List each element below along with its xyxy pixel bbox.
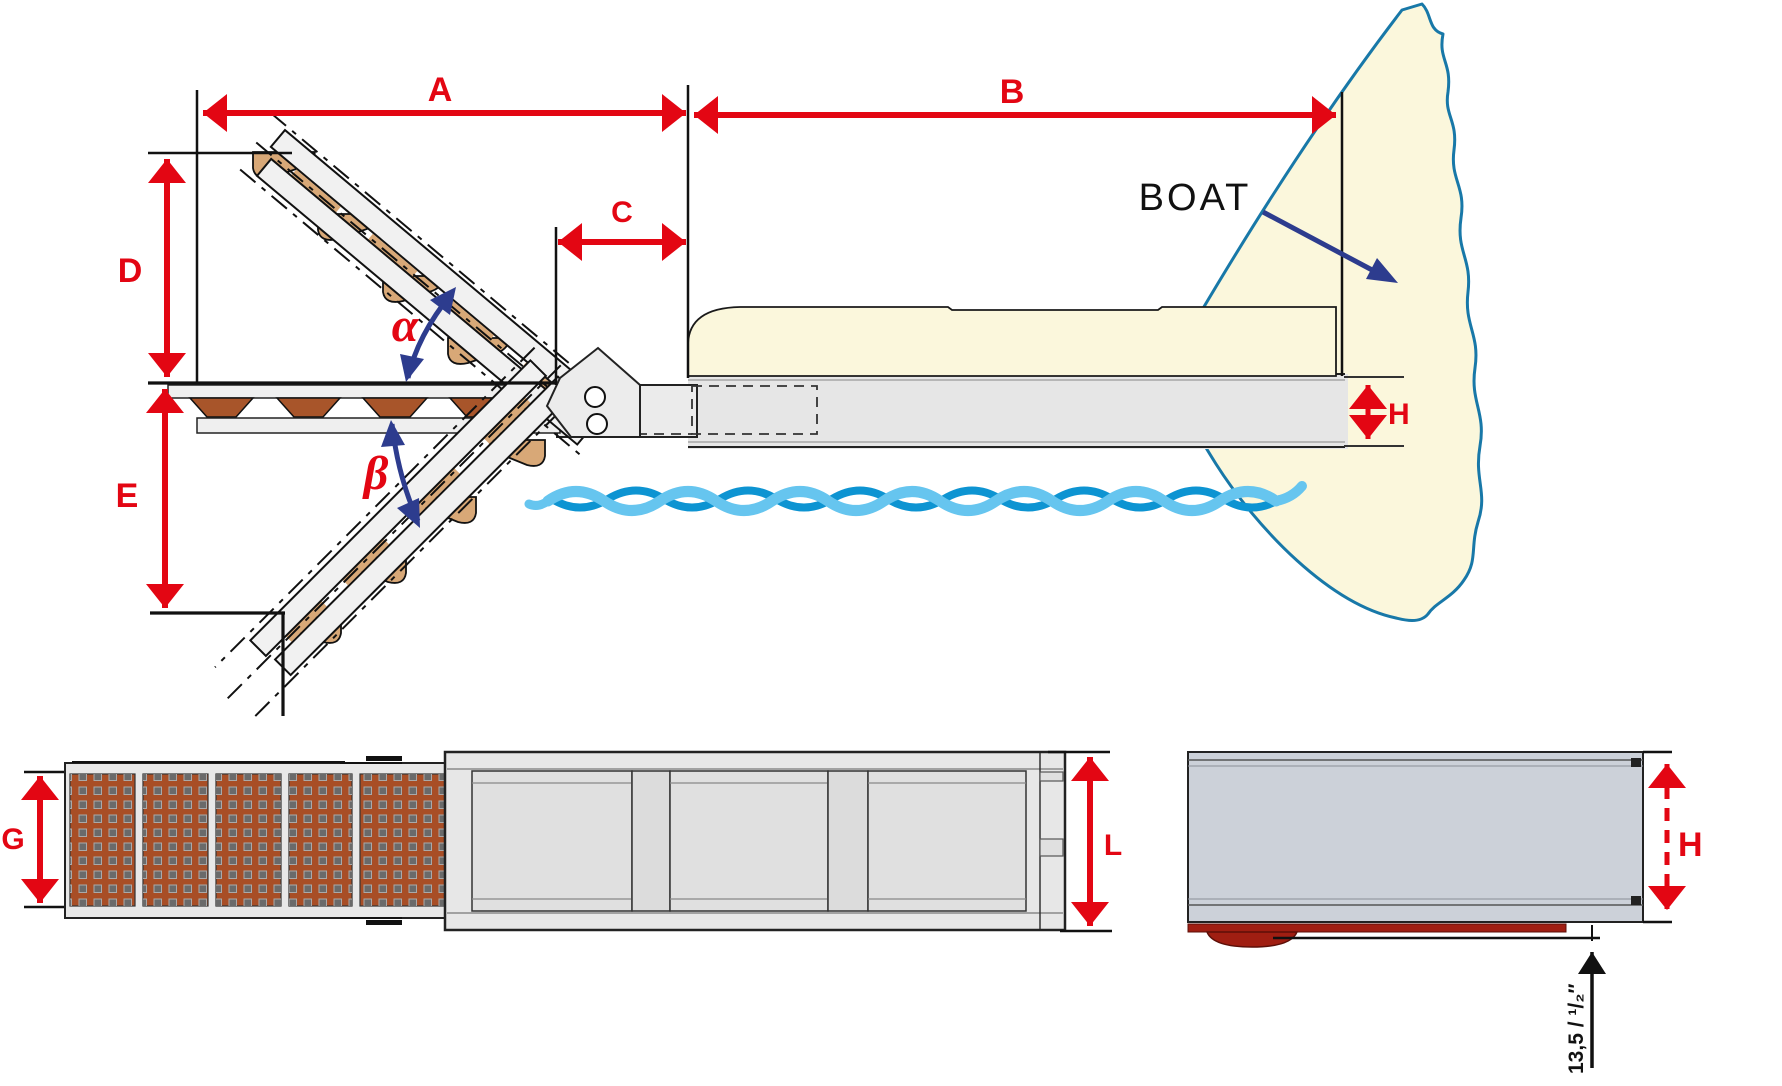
dim-label-h-transom: H bbox=[1678, 826, 1703, 864]
dim-e: E bbox=[116, 389, 184, 608]
reference-lines bbox=[148, 85, 1404, 716]
dim-label-b: B bbox=[1000, 73, 1025, 111]
dim-label-d: D bbox=[118, 252, 143, 290]
keel-offset-annotation: 13,5 / ¹/₂″ bbox=[1273, 925, 1606, 1074]
transom-view: H 13,5 / ¹/₂″ bbox=[1187, 750, 1703, 1074]
plan-tread-panels bbox=[69, 773, 447, 907]
elevation-view: A B C D E H α bbox=[116, 2, 1484, 720]
dim-label-a: A bbox=[428, 71, 453, 109]
dim-h-transom: H bbox=[1643, 750, 1703, 924]
transom-body bbox=[1187, 751, 1644, 923]
water-waves bbox=[524, 481, 1307, 516]
plan-view: G L bbox=[1, 750, 1122, 933]
dim-b: B bbox=[694, 73, 1336, 134]
angle-label-alpha: α bbox=[392, 299, 420, 352]
keel-offset-label: 13,5 / ¹/₂″ bbox=[1565, 983, 1588, 1074]
dim-a: A bbox=[203, 71, 686, 132]
dim-label-l: L bbox=[1104, 829, 1122, 862]
boat-annotation: BOAT bbox=[1139, 177, 1398, 283]
dim-label-e: E bbox=[116, 477, 139, 515]
angle-alpha: α bbox=[392, 287, 456, 382]
dim-label-g: G bbox=[1, 823, 24, 856]
angle-beta: β bbox=[362, 420, 421, 528]
angle-label-beta: β bbox=[362, 447, 389, 500]
dim-c: C bbox=[558, 196, 686, 261]
keel-strip bbox=[1187, 923, 1567, 948]
dim-g: G bbox=[1, 770, 64, 909]
plan-inner-section bbox=[64, 756, 448, 925]
boat-cushion bbox=[687, 306, 1337, 377]
dim-l: L bbox=[1048, 750, 1122, 933]
pivot-hinge bbox=[545, 346, 641, 438]
plan-outer-section bbox=[443, 750, 1067, 932]
dim-h-elevation: H bbox=[1349, 385, 1410, 439]
dim-label-c: C bbox=[611, 196, 633, 229]
boat-label: BOAT bbox=[1139, 177, 1252, 219]
dim-d: D bbox=[118, 159, 186, 377]
dim-label-h-elevation: H bbox=[1388, 398, 1410, 431]
